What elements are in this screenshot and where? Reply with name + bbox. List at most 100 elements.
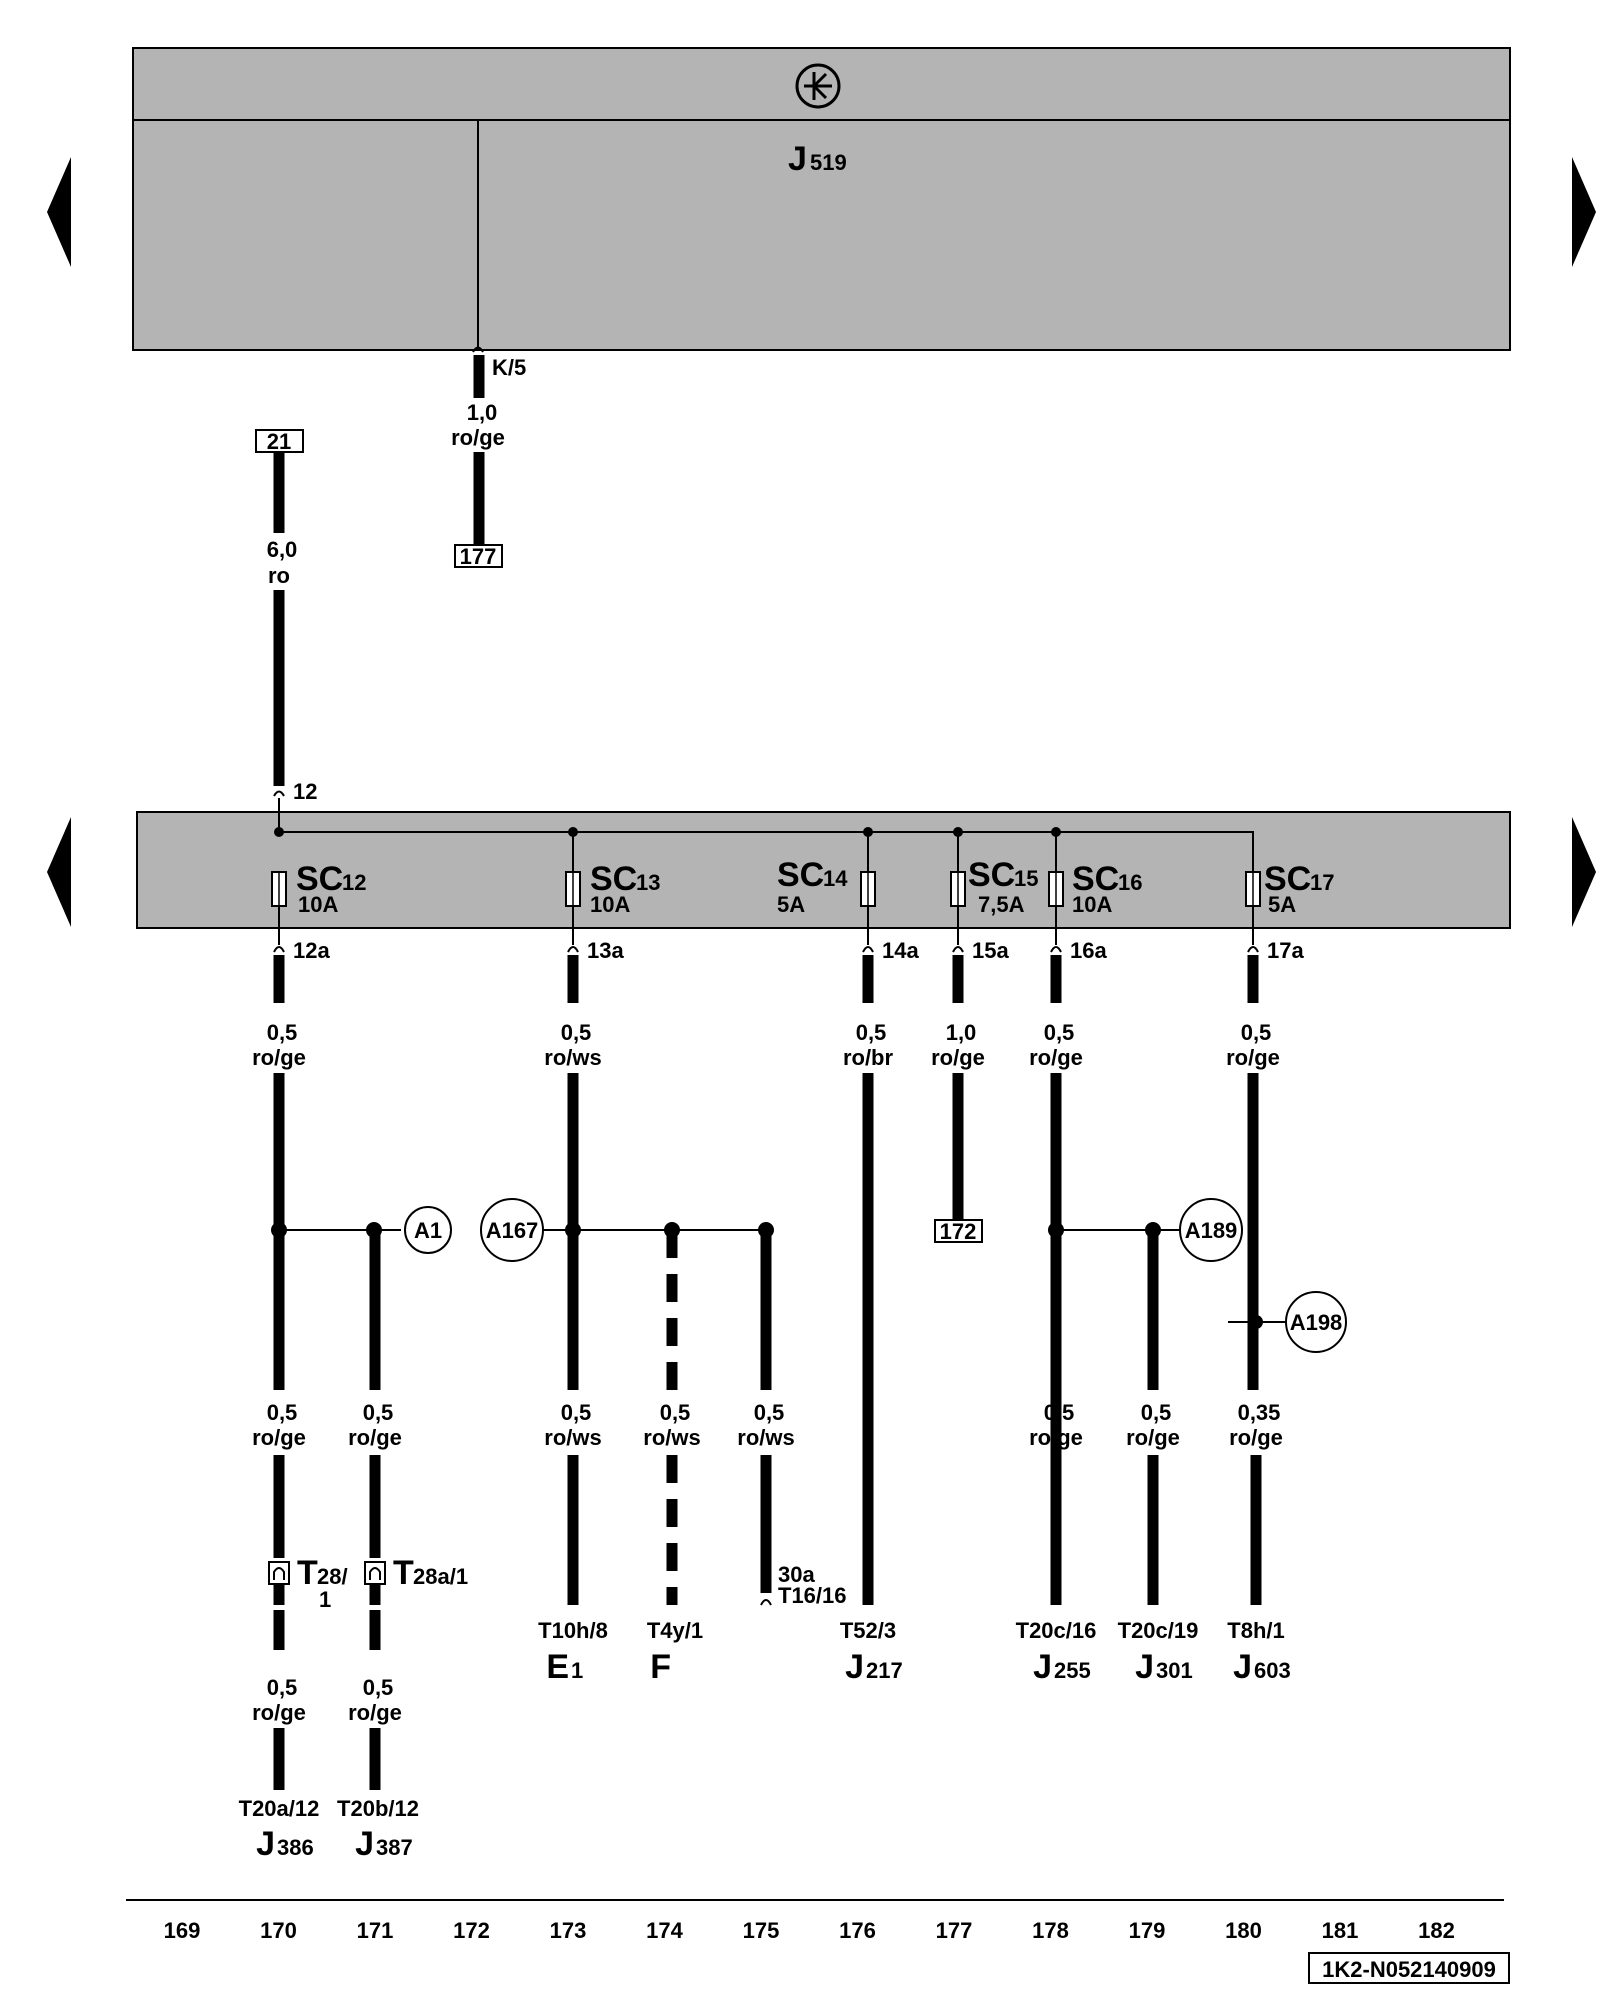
lower-wire-color-4: ro/ws [737,1425,794,1450]
bottom-wire-size-0: 0,5 [267,1675,298,1700]
lower-wire-size-5: 0,5 [1044,1400,1075,1425]
fuse-sc16-number: 16 [1118,870,1142,895]
lower-wires: 0,5ro/ge0,5ro/ge0,5ro/ws0,5ro/ws0,5ro/ws… [239,1400,1291,1863]
column-171: 171 [357,1918,394,1943]
lower-wire-color-6: ro/ge [1126,1425,1180,1450]
fuse-sc17-number: 17 [1310,870,1334,895]
lower-wire-size-2: 0,5 [561,1400,592,1425]
fuse-sc13-prefix: SC [590,860,637,898]
inline-connector-1-sub1: 28a/1 [413,1564,468,1589]
bottom-wire-color-0: ro/ge [252,1700,306,1725]
lower-wire-size-1: 0,5 [363,1400,394,1425]
fuse-sc13-number: 13 [636,870,660,895]
column-173: 173 [550,1918,587,1943]
lower-wire-color-7: ro/ge [1229,1425,1283,1450]
fuse-sc16-rating: 10A [1072,892,1112,917]
lower-wire-color-0: ro/ge [252,1425,306,1450]
component-1: J [355,1825,374,1863]
inline-connector-0-sub2: 1 [319,1587,331,1612]
column-172: 172 [453,1918,490,1943]
wire-input-21: 21 6,0 ro 12 [255,429,317,804]
column-178: 178 [1032,1918,1069,1943]
input-wire-color: ro [268,563,290,588]
prev-page-arrow-icon-2[interactable] [47,817,71,927]
terminal-pin-3: T4y/1 [647,1618,703,1643]
pin-16a: 16a [1070,938,1107,963]
column-169: 169 [164,1918,201,1943]
terminal-pin-1: T20b/12 [337,1796,419,1821]
terminal-pin-0: T20a/12 [239,1796,320,1821]
fuse-sc13-rating: 10A [590,892,630,917]
lower-wire-color-3: ro/ws [643,1425,700,1450]
next-page-arrow-icon-2[interactable] [1572,817,1596,927]
upper-wire-size-0: 0,5 [267,1020,298,1045]
ref-177: 177 [460,544,497,569]
fuse-sc12-number: 12 [342,870,366,895]
component-0: J [256,1825,275,1863]
fuse-sc15-rating: 7,5A [978,892,1025,917]
lower-wire-color-2: ro/ws [544,1425,601,1450]
terminal-pin-8: T8h/1 [1227,1618,1284,1643]
junction-a198: A198 [1290,1310,1343,1335]
fuse-outputs: 12a0,5ro/ge13a0,5ro/ws14a0,5ro/br15a1,0r… [252,928,1304,1605]
inline-connector-1-name: T [393,1554,414,1592]
upper-wire-color-0: ro/ge [252,1045,306,1070]
prev-page-arrow-icon[interactable] [47,157,71,267]
column-181: 181 [1322,1918,1359,1943]
bottom-wire-color-1: ro/ge [348,1700,402,1725]
component-6: J [1033,1648,1052,1686]
document-id-box: 1K2-N052140909 [1308,1952,1510,1984]
output-17a: 17a 0,5ro/ge [1226,928,1304,1390]
lower-wire-size-3: 0,5 [660,1400,691,1425]
wire-k5-color: ro/ge [451,425,505,450]
component-8: J [1233,1648,1252,1686]
component-number-7: 301 [1156,1658,1193,1683]
component-number-5: 217 [866,1658,903,1683]
module-j519-number: 519 [810,150,847,175]
column-176: 176 [839,1918,876,1943]
column-170: 170 [260,1918,297,1943]
component-2: E [546,1648,569,1686]
fuse-sc12-rating: 10A [298,892,338,917]
pin-14a: 14a [882,938,919,963]
next-page-arrow-icon[interactable] [1572,157,1596,267]
upper-wire-color-5: ro/ge [1226,1045,1280,1070]
upper-wire-size-4: 0,5 [1044,1020,1075,1045]
column-180: 180 [1225,1918,1262,1943]
lower-wire-color-5: ro/ge [1029,1425,1083,1450]
pin-17a: 17a [1267,938,1304,963]
inline-connector-0-sub1: 28/ [317,1564,348,1589]
junction-a1: A1 [414,1218,442,1243]
pin-13a: 13a [587,938,624,963]
junction-a167: A167 [486,1218,539,1243]
component-5: J [845,1648,864,1686]
wire-k5-size: 1,0 [467,400,498,425]
control-unit-symbol-icon [795,63,841,109]
junction-network: A1 A167 172 A189 A198 [271,1198,1347,1390]
upper-wire-size-5: 0,5 [1241,1020,1272,1045]
terminal-pin-6: T20c/16 [1016,1618,1097,1643]
component-number-8: 603 [1254,1658,1291,1683]
lower-wire-size-4: 0,5 [754,1400,785,1425]
column-174: 174 [646,1918,683,1943]
upper-wire-color-4: ro/ge [1029,1045,1083,1070]
input-wire-size: 6,0 [267,537,298,562]
junction-a189: A189 [1185,1218,1238,1243]
component-7: J [1135,1648,1154,1686]
fuse-sc16-prefix: SC [1072,860,1119,898]
fuse-sc17-rating: 5A [1268,892,1296,917]
terminal-pin-2: T10h/8 [538,1618,608,1643]
lower-wire-size-0: 0,5 [267,1400,298,1425]
inline-connector-0-name: T [297,1554,318,1592]
